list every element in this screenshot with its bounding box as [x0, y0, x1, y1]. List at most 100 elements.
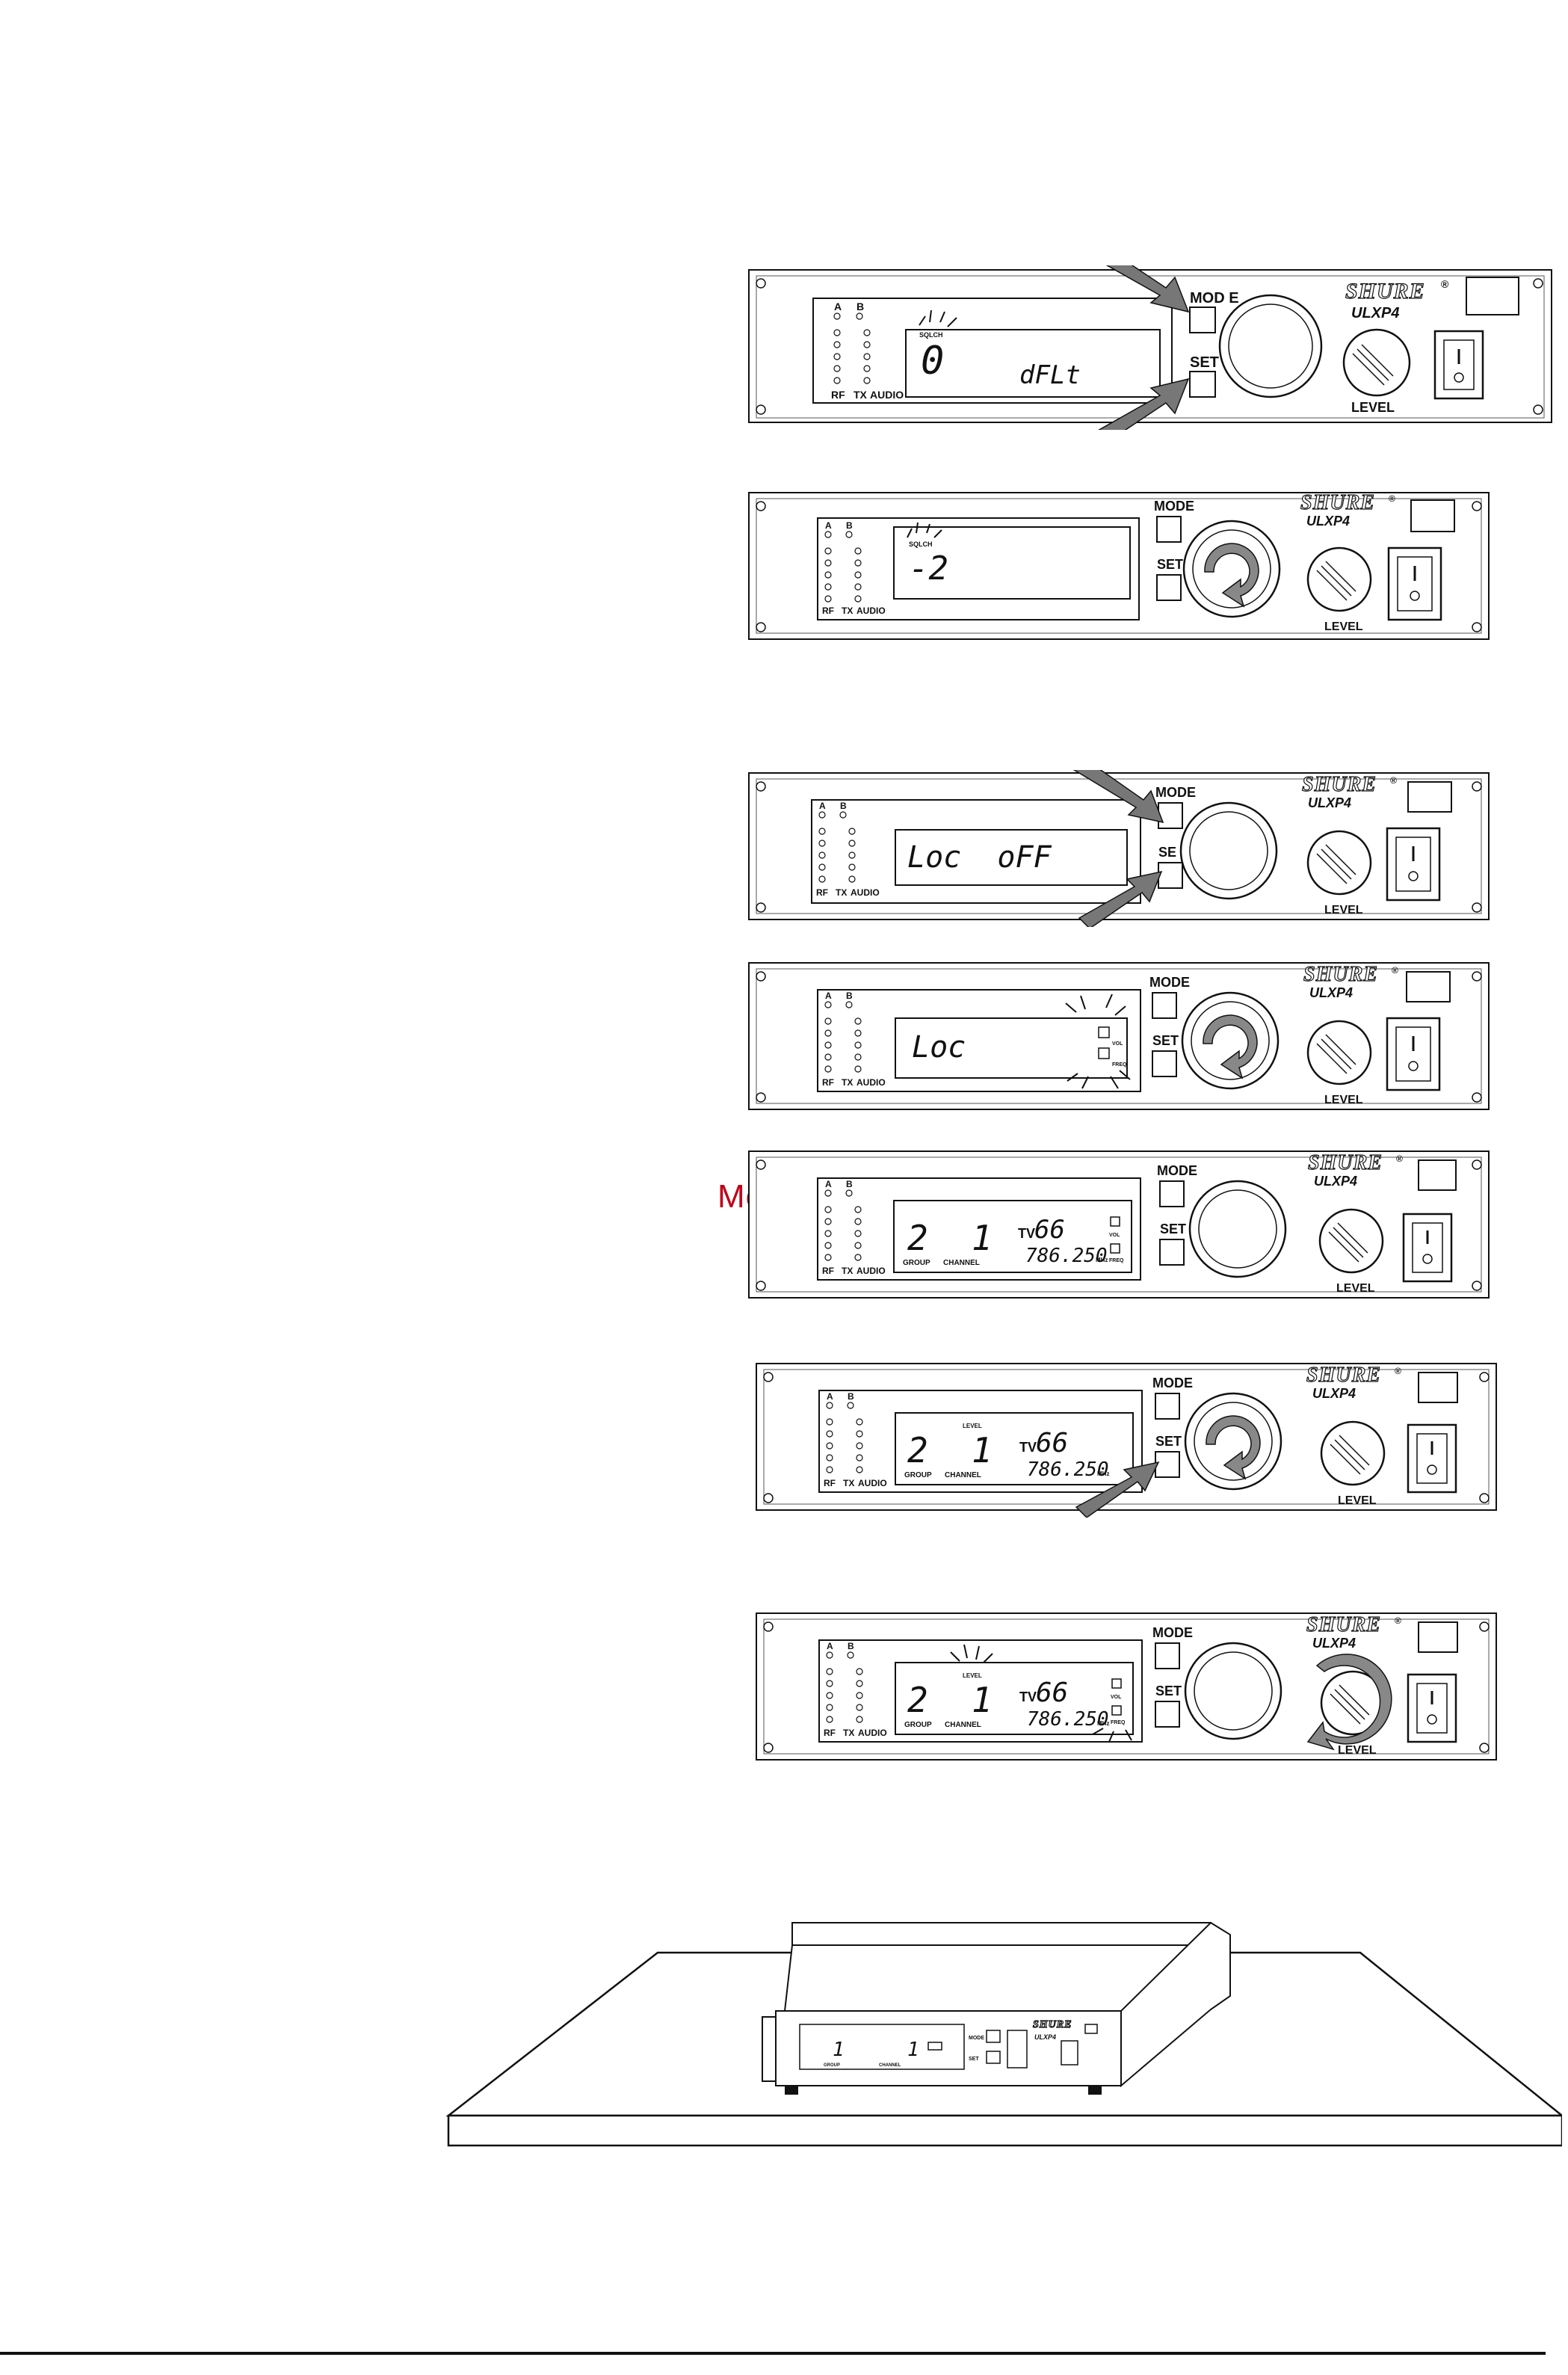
mode-label: MODE: [1149, 975, 1190, 990]
screw-icon: [1479, 1372, 1490, 1382]
power-switch[interactable]: [1386, 1017, 1441, 1091]
set-button[interactable]: [1155, 1451, 1180, 1478]
id-plate: [1418, 1372, 1458, 1403]
antenna-a-label: A: [825, 520, 832, 531]
set-button[interactable]: [1155, 1701, 1180, 1728]
control-knob[interactable]: [1181, 991, 1280, 1090]
tx-label: TX: [836, 887, 847, 898]
rf-led-column: [818, 811, 856, 883]
rotate-arrow-icon: [1203, 1014, 1258, 1079]
power-switch[interactable]: [1433, 330, 1484, 400]
registered-mark: ®: [1395, 1366, 1401, 1376]
display-window: [818, 1390, 1143, 1493]
receiver-panel-level-rotate: A B RF TX AUDIO 2 LEVEL 1 GROUP CHANNEL …: [756, 1612, 1497, 1761]
lcd-digit: 0: [921, 339, 944, 383]
receiver-on-table-illustration: 1 1 GROUP CHANNEL MODE SET SHURE ULXP4: [445, 1921, 1562, 2147]
power-switch[interactable]: [1386, 827, 1441, 902]
id-plate: [1407, 781, 1452, 813]
mode-button[interactable]: [1159, 1180, 1185, 1207]
tv-label: TV: [1019, 1689, 1037, 1704]
control-knob[interactable]: [1182, 520, 1281, 618]
mode-button[interactable]: [1156, 516, 1182, 543]
screw-icon: [756, 404, 766, 415]
level-knob[interactable]: [1306, 546, 1372, 612]
desk-group-label: GROUP: [824, 2063, 840, 2068]
vol-lock-label: VOL: [1109, 1233, 1120, 1238]
set-label: SET: [1157, 557, 1183, 572]
desk-channel-label: CHANNEL: [879, 2063, 901, 2068]
group-label: GROUP: [904, 1471, 932, 1479]
screw-icon: [1533, 278, 1543, 289]
mhz-label: MHz: [1097, 1470, 1109, 1477]
rotate-arrow-icon: [1206, 1415, 1261, 1480]
level-knob[interactable]: [1306, 830, 1372, 896]
level-knob[interactable]: [1320, 1420, 1386, 1486]
lcd-channel: 1: [972, 1430, 993, 1470]
mode-button[interactable]: [1189, 306, 1216, 333]
tv-label: TV: [1019, 1440, 1037, 1455]
set-button[interactable]: [1156, 574, 1182, 601]
power-switch[interactable]: [1407, 1673, 1457, 1743]
lcd-frequency: 786.250: [1025, 1245, 1108, 1267]
antenna-b-label: B: [848, 1641, 854, 1651]
mode-button[interactable]: [1155, 1642, 1180, 1669]
lcd-text: Loc oFF: [907, 840, 1052, 875]
press-arrow-icon: [1075, 1461, 1160, 1518]
desk-brand-logo: SHURE: [1033, 2019, 1072, 2030]
lcd-screen: [905, 329, 1161, 398]
model-label: ULXP4: [1312, 1386, 1356, 1401]
control-knob[interactable]: [1218, 294, 1323, 398]
footer-rule: [0, 2352, 1546, 2355]
screw-icon: [1479, 1493, 1490, 1503]
screw-icon: [1472, 1092, 1482, 1103]
audio-label: AUDIO: [870, 389, 904, 401]
lcd-screen: [893, 526, 1131, 600]
set-button[interactable]: [1158, 862, 1183, 889]
audio-label: AUDIO: [858, 1478, 887, 1488]
screw-icon: [756, 278, 766, 289]
channel-label: CHANNEL: [945, 1471, 981, 1479]
control-knob[interactable]: [1188, 1180, 1287, 1278]
mode-label: MODE: [1152, 1376, 1193, 1390]
control-knob[interactable]: [1179, 801, 1278, 900]
desk-mode-label: MODE: [969, 2036, 984, 2041]
mode-label: MODE: [1155, 785, 1196, 800]
id-plate: [1418, 1621, 1458, 1653]
set-button[interactable]: [1152, 1050, 1177, 1077]
set-button[interactable]: [1189, 371, 1216, 398]
screw-icon: [756, 1281, 766, 1291]
mode-button[interactable]: [1155, 1393, 1180, 1420]
level-knob[interactable]: [1342, 328, 1411, 397]
screw-icon: [1533, 404, 1543, 415]
level-knob[interactable]: [1318, 1208, 1384, 1274]
level-label: LEVEL: [1324, 1094, 1363, 1106]
screw-icon: [756, 971, 766, 982]
lock-icon: [1110, 1216, 1120, 1254]
lcd-group: 2: [907, 1680, 928, 1720]
display-window: [818, 1639, 1143, 1743]
model-label: ULXP4: [1309, 985, 1353, 1000]
screw-icon: [1472, 1281, 1482, 1291]
control-knob[interactable]: [1184, 1642, 1283, 1740]
registered-mark: ®: [1392, 965, 1398, 976]
mhz-label: MHz: [1096, 1257, 1108, 1263]
rotate-arrow-icon: [1204, 543, 1259, 608]
power-switch[interactable]: [1387, 546, 1442, 621]
power-switch[interactable]: [1402, 1213, 1453, 1283]
press-arrow-icon: [1078, 870, 1163, 927]
control-knob[interactable]: [1184, 1392, 1283, 1491]
display-window: [811, 799, 1141, 904]
id-plate: [1466, 277, 1519, 315]
level-knob[interactable]: [1306, 1020, 1372, 1085]
set-label: SET: [1155, 1434, 1182, 1449]
set-button[interactable]: [1159, 1239, 1185, 1266]
registered-mark: ®: [1390, 775, 1397, 786]
power-switch[interactable]: [1407, 1423, 1457, 1494]
lcd-screen: [893, 1200, 1132, 1273]
receiver-panel-lock-select: A B RF TX AUDIO Loc VOL FREQ MODE SET SH…: [748, 962, 1490, 1110]
mode-button[interactable]: [1152, 992, 1177, 1019]
screw-icon: [756, 501, 766, 511]
mode-button[interactable]: [1158, 802, 1183, 829]
antenna-b-label: B: [846, 520, 853, 531]
brand-logo: SHURE: [1308, 1151, 1383, 1174]
